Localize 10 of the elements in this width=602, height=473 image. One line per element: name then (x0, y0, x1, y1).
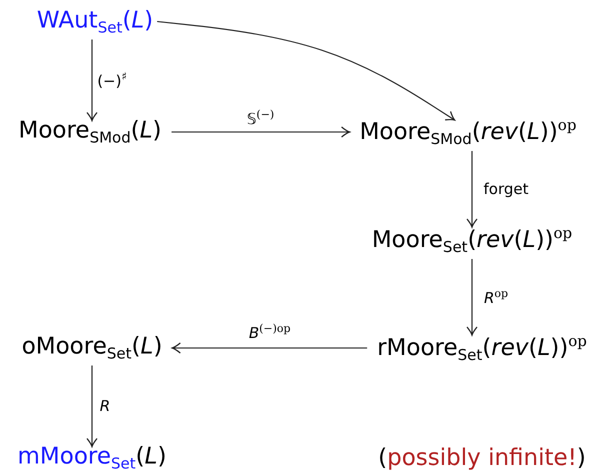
edge-label: (−)$^{♯}$ (97, 70, 127, 90)
math-expression: Moore$_{SMod}$(rev(L))$^{op}$ (360, 116, 576, 148)
math-expression: oMoore$_{Set}$(L) (22, 334, 162, 362)
math-expression: WAut$_{Set}$(L) (36, 8, 154, 36)
math-expression: Moore$_{Set}$(rev(L))$^{op}$ (372, 224, 572, 256)
math-expression: mMoore$_{Set}$(L) (18, 444, 166, 472)
math-expression: Moore$_{SMod}$(L) (18, 118, 162, 146)
edge-label: forget (484, 180, 528, 198)
math-expression: rMoore$_{Set}$(rev(L))$^{op}$ (377, 332, 587, 364)
note: (possibly infinite!) (378, 445, 586, 471)
